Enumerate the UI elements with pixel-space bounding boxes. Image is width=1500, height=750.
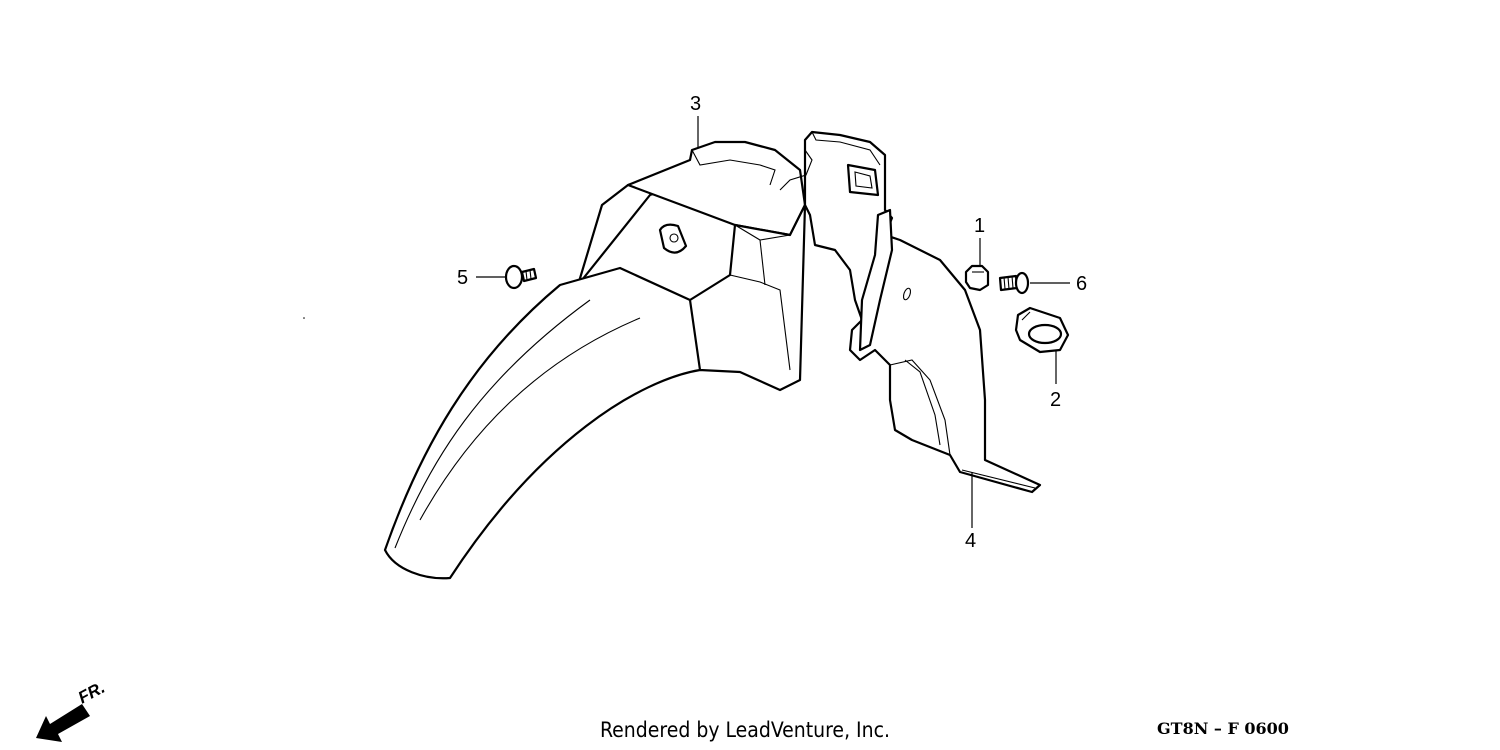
callout-4: 4 <box>965 530 977 552</box>
part-6-bolt[interactable] <box>998 271 1030 295</box>
callout-5: 5 <box>457 267 469 289</box>
part-2-clip-ring[interactable] <box>1014 306 1070 354</box>
part-5-screw[interactable] <box>504 264 538 290</box>
callout-3: 3 <box>690 93 702 115</box>
leader-lines <box>476 116 1070 528</box>
callout-6: 6 <box>1076 273 1088 295</box>
diagram-code: GT8N – F 0600 <box>1157 719 1289 738</box>
front-direction-arrow-icon <box>36 704 90 742</box>
part-3-front-fender[interactable] <box>383 140 807 580</box>
footer-credit: Rendered by LeadVenture, Inc. <box>600 718 890 742</box>
speck <box>303 317 305 319</box>
callout-2: 2 <box>1050 389 1062 411</box>
part-1-collar[interactable] <box>964 264 990 292</box>
part-4-inner-fender[interactable] <box>779 130 1042 494</box>
callout-1: 1 <box>974 215 986 237</box>
